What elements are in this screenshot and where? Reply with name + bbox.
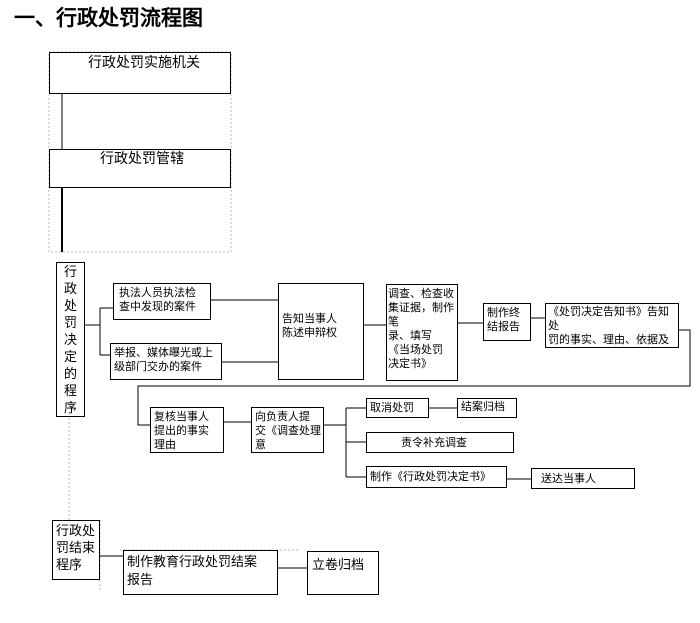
node-submit-opinion-label: 向负责人提 交《调查处理意 见书》	[255, 410, 321, 451]
node-jurisdiction-label: 行政处罚管辖	[100, 151, 184, 167]
node-serve-party-label: 送达当事人	[541, 472, 596, 485]
node-further-investigation: 责令补充调查	[366, 432, 514, 453]
node-penalty-notice-label: 《处罚决定告知书》告知处 罚的事实、理由、依据及陈 述、申述、听证权利	[548, 305, 669, 346]
node-case-transferred-label: 举报、媒体曝光或上 级部门交办的案件	[114, 346, 213, 373]
node-file-archive-label: 立卷归档	[312, 558, 365, 573]
node-case-found: 执法人员执法检 查中发现的案件	[113, 283, 211, 320]
node-final-report: 制作终 结报告	[483, 303, 531, 341]
node-review-party-label: 复核当事人 提出的事实 理由	[154, 410, 209, 451]
node-final-report-label: 制作终 结报告	[487, 306, 520, 333]
node-implementing-agency: 行政处罚实施机关	[49, 52, 231, 94]
node-close-archive-label: 结案归档	[461, 400, 505, 413]
node-serve-party: 送达当事人	[531, 468, 635, 489]
line-wrap-to-review	[137, 329, 691, 426]
node-cancel-penalty: 取消处罚	[366, 398, 429, 418]
node-case-transferred: 举报、媒体曝光或上 级部门交办的案件	[110, 343, 222, 380]
node-submit-opinion: 向负责人提 交《调查处理意 见书》	[251, 407, 324, 453]
dashed-guides	[48, 51, 300, 590]
node-file-archive: 立卷归档	[307, 551, 379, 595]
node-close-archive: 结案归档	[457, 398, 517, 418]
node-notify-party: 告知当事人 陈述申辩权	[278, 283, 364, 380]
node-further-investigation-label: 责令补充调查	[401, 436, 467, 449]
node-jurisdiction: 行政处罚管辖	[49, 149, 231, 188]
node-end-procedure-label: 行政处 罚结束 程序	[56, 524, 96, 573]
node-decision-procedure-label: 行 政 处 罚 决 定 的 程 序	[63, 265, 77, 416]
node-cancel-penalty-label: 取消处罚	[370, 401, 414, 414]
node-make-decision-label: 制作《行政处罚决定书》	[370, 470, 491, 483]
node-investigate: 调查、检查收 集证据，制作笔 录、填写 《当场处罚 决定书》	[386, 284, 458, 381]
node-review-party: 复核当事人 提出的事实 理由	[150, 407, 224, 453]
node-decision-procedure: 行 政 处 罚 决 定 的 程 序	[56, 262, 85, 417]
node-make-decision: 制作《行政处罚决定书》	[366, 466, 507, 488]
node-penalty-notice: 《处罚决定告知书》告知处 罚的事实、理由、依据及陈 述、申述、听证权利	[545, 303, 679, 348]
node-investigate-label: 调查、检查收 集证据，制作笔 录、填写 《当场处罚 决定书》	[388, 287, 454, 370]
node-case-found-label: 执法人员执法检 查中发现的案件	[119, 286, 196, 313]
node-notify-party-label: 告知当事人 陈述申辩权	[282, 312, 337, 339]
connector-lines	[61, 93, 691, 569]
node-education-report: 制作教育行政处罚结案 报告	[123, 550, 278, 595]
node-education-report-label: 制作教育行政处罚结案 报告	[127, 555, 258, 588]
node-implementing-agency-label: 行政处罚实施机关	[88, 55, 200, 71]
node-end-procedure: 行政处 罚结束 程序	[52, 520, 100, 580]
page-title: 一、行政处罚流程图	[14, 6, 203, 30]
